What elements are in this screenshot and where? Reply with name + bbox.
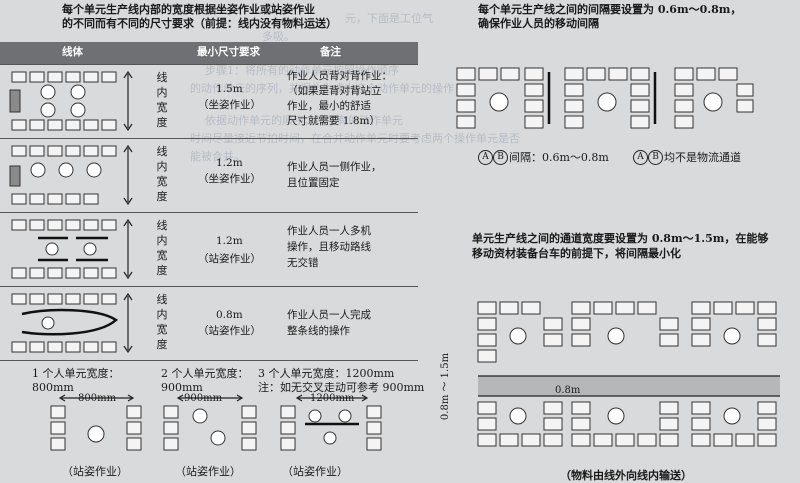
size-value: 1.5m	[216, 83, 243, 95]
work-mode: （站姿作业）	[198, 253, 261, 265]
table-header: 线体 最小尺寸要求 备注	[0, 42, 418, 64]
cell-gap-diagram	[456, 67, 754, 129]
channel-diagram	[477, 301, 780, 447]
width-label: 线内宽度	[156, 145, 168, 203]
caption-standing-3: （站姿作业）	[282, 465, 348, 478]
channel-intro-line1: 单元生产线之间的通道宽度要设置为 0.8m～1.5m，在能够	[472, 232, 769, 245]
one-person-width: 1 个人单元宽度：	[32, 367, 120, 380]
size-value: 0.8m	[216, 309, 243, 321]
channel-intro-line2: 移动资材装备台车的前提下，将间隔最小化	[472, 247, 681, 260]
circle-b-badge: B	[648, 150, 663, 165]
note-line: 作业人员一侧作业，	[287, 161, 382, 173]
dim-1200: 1200mm	[310, 393, 355, 404]
left-intro-line1: 每个单元生产线内部的宽度根据坐姿作业或站姿作业	[62, 3, 315, 16]
right-intro-line2: 确保作业人员的移动间隔	[478, 17, 599, 30]
table-row: 线内宽度 1.5m （坐姿作业） 作业人员背对背作业： （如果是背对背站立 作业…	[0, 64, 418, 138]
caption-standing-1: （站姿作业）	[62, 465, 128, 478]
right-intro-line1: 每个单元生产线之间的间隔要设置为 0.6m～0.8m，	[478, 3, 742, 16]
work-mode: （坐姿作业）	[198, 99, 261, 111]
three-person-width: 3 个人单元宽度：1200mm	[258, 367, 395, 380]
size-value: 1.2m	[216, 235, 243, 247]
one-person-value: 800mm	[32, 381, 74, 394]
ghost-text-4: 的动作单元的序列，并据此生成出这个动作单元的操作	[190, 82, 454, 95]
caption-standing-2: （站姿作业）	[175, 465, 241, 478]
table-row: 线内宽度 0.8m （站姿作业） 作业人员一人完成 整条线的操作	[0, 286, 418, 360]
ghost-text-3: 步骤1：将所有的动作单元按照操作顺序	[205, 64, 399, 77]
inline-logistics-caption: （物料由线外向线内输送）	[560, 469, 692, 482]
dim-800: 800mm	[78, 393, 117, 404]
note-line: （如果是背对背站立	[287, 85, 382, 97]
layout-diagram-standing-multi-machine	[11, 218, 133, 280]
ghost-text-2: 多吸。	[262, 30, 295, 43]
circle-a-badge: A	[478, 150, 493, 165]
note-line: 无交错	[287, 257, 319, 269]
ghost-text-1: 元，下面是工位气	[345, 12, 433, 25]
cell-diagram-two-person	[163, 394, 257, 451]
two-person-width: 2 个人单元宽度：	[161, 367, 249, 380]
note-line: 作业人员背对背作业：	[287, 70, 392, 82]
note-line: 且位置固定	[287, 177, 340, 189]
note-line: 作业人员一人完成	[287, 309, 371, 321]
note-line: 整条线的操作	[287, 325, 350, 337]
two-person-value: 900mm	[161, 381, 203, 394]
width-label: 线内宽度	[156, 71, 168, 129]
note-line: 操作，且移动路线	[287, 241, 371, 253]
circle-b-badge: B	[493, 150, 508, 165]
header-note: 备注	[320, 46, 341, 58]
work-mode: （站姿作业）	[198, 325, 261, 337]
gap-text: 间隔：0.6m～0.8m	[509, 151, 609, 164]
layout-diagram-sitting-back-to-back	[9, 70, 133, 132]
cell-diagram-three-person	[280, 394, 382, 451]
work-mode: （坐姿作业）	[198, 173, 261, 185]
note-line: 尺寸就需要 1.8m）	[287, 115, 380, 127]
width-label: 线内宽度	[156, 293, 168, 351]
dim-08: 0.8m	[555, 385, 581, 396]
header-min-size: 最小尺寸要求	[197, 46, 260, 58]
table-row: 线内宽度 1.2m （坐姿作业） 作业人员一侧作业， 且位置固定	[0, 138, 418, 212]
not-logistics-channel: 均不是物流通道	[664, 151, 741, 164]
table-row: 线内宽度 1.2m （站姿作业） 作业人员一人多机 操作，且移动路线 无交错	[0, 212, 418, 286]
circle-a-badge: A	[633, 150, 648, 165]
size-value: 1.2m	[216, 157, 243, 169]
width-table: 线体 最小尺寸要求 备注 线内宽度 1.5m （坐姿作业） 作业人员背对背作业：…	[0, 42, 420, 361]
dim-vertical-channel: 0.8m ～ 1.5m	[440, 352, 452, 421]
width-label: 线内宽度	[156, 219, 168, 277]
layout-diagram-sitting-one-side	[9, 144, 133, 206]
ghost-text-7: 能被合并。	[190, 150, 245, 163]
no-cross-note: 注：如无交叉走动可参考 900mm	[258, 381, 425, 394]
cell-diagram-one-person	[50, 394, 142, 451]
ghost-text-5: 依据动作单元的顺序，将所有的动作单元	[205, 114, 403, 127]
note-line: 作业，最小的舒适	[287, 100, 371, 112]
dim-900: 900mm	[184, 393, 223, 404]
note-line: 作业人员一人多机	[287, 225, 371, 237]
layout-diagram-standing-one-person	[11, 292, 133, 354]
header-line: 线体	[62, 46, 83, 58]
left-intro-line2: 的不同而有不同的尺寸要求（前提：线内没有物料运送）	[62, 17, 337, 30]
